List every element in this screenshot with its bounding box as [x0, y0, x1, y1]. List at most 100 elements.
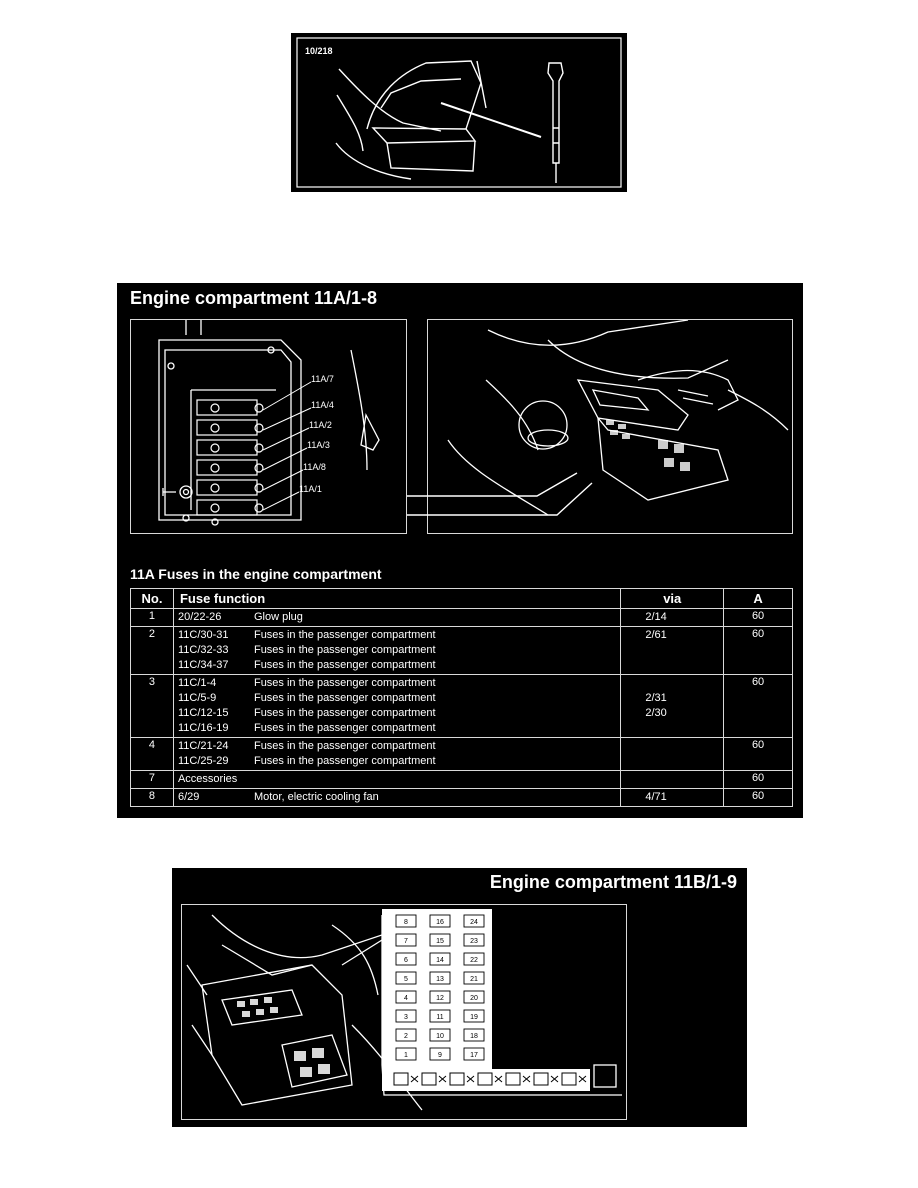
fuse-slot-number: 4	[404, 995, 408, 1002]
relay-slot	[421, 1072, 437, 1086]
fuse-slot	[463, 1028, 485, 1042]
fuse-box-closeup: 11A/7 11A/4 11A/2 11A/3 11A/8 11A/1	[130, 319, 407, 534]
relay-slot	[449, 1072, 465, 1086]
trunk-sensor-figure: 10/218	[291, 33, 627, 192]
engine-compartment-11b-figure: Engine compartment 11B/1-9	[172, 868, 747, 1127]
trunk-sensor-illustration: 10/218	[296, 37, 622, 188]
fuse-description: Fuses in the passenger compartment	[253, 692, 436, 704]
header-no: No.	[130, 588, 174, 609]
relay-slot	[533, 1072, 549, 1086]
header-via: via	[620, 588, 725, 609]
relay-connector	[522, 1075, 531, 1083]
fuse-number: 1	[130, 608, 174, 627]
function-line: 11C/21-24 Fuses in the passenger compartm…	[178, 739, 616, 754]
fuse-slot-number: 23	[470, 938, 478, 945]
fuse-description: Fuses in the passenger compartment	[253, 722, 436, 734]
fuse-description: Fuses in the passenger compartment	[253, 755, 436, 767]
fuse-slot-number: 18	[470, 1033, 478, 1040]
fuse-box-illustration: 11A/7 11A/4 11A/2 11A/3 11A/8 11A/1	[158, 320, 380, 526]
via-value	[625, 772, 719, 787]
via-value: 2/30	[645, 707, 667, 719]
fuse-slot-number: 20	[470, 995, 478, 1002]
fuse-slot	[395, 933, 417, 947]
fuse-slot	[463, 990, 485, 1004]
fuse-slot	[429, 1009, 451, 1023]
fuse-description: Fuses in the passenger compartment	[253, 629, 436, 641]
fuse-slot	[429, 971, 451, 985]
fuse-slot	[395, 971, 417, 985]
header-amps: A	[723, 588, 793, 609]
relay-connector	[466, 1075, 475, 1083]
fuse-slot-number: 7	[404, 938, 408, 945]
fuse-slot-number: 21	[470, 976, 478, 983]
header-function: Fuse function	[172, 588, 622, 609]
fuse-code: 20/22-26	[177, 611, 222, 623]
fuse-code: 11C/25-29	[177, 755, 229, 767]
fuse-code: 6/29	[177, 791, 200, 803]
figure-label: 10/218	[305, 46, 333, 56]
fuse-description: Fuses in the passenger compartment	[253, 707, 436, 719]
function-line: 11C/12-15 Fuses in the passenger compartm…	[178, 706, 616, 721]
via-cell	[620, 770, 725, 789]
fuse-slot-number: 5	[404, 976, 408, 983]
engine-bay-illustration	[447, 320, 789, 516]
via-cell	[620, 737, 725, 771]
engine-bay-view	[427, 319, 793, 534]
relay-connector	[578, 1075, 587, 1083]
fuse-description: Fuses in the passenger compartment	[253, 644, 436, 656]
fuse-code: 11C/21-24	[177, 740, 229, 752]
fuse-slot	[429, 914, 451, 928]
fuse-code: 11C/5-9	[177, 692, 217, 704]
fuse-slot	[395, 914, 417, 928]
fuse-slot	[429, 1028, 451, 1042]
figure-title: Engine compartment 11A/1-8	[130, 288, 378, 308]
fuse-slot	[395, 1047, 417, 1061]
fuse-function-cell: Accessories	[172, 770, 622, 789]
fuse-slot-number: 17	[470, 1052, 478, 1059]
fuse-slot	[429, 990, 451, 1004]
fuse-code: 11C/1-4	[177, 677, 217, 689]
fuse-description: Fuses in the passenger compartment	[253, 740, 436, 752]
fuse-description: Fuses in the passenger compartment	[253, 677, 436, 689]
via-cell: 2/14	[620, 608, 725, 627]
fuse-slot	[463, 914, 485, 928]
fuse-slot	[395, 990, 417, 1004]
fuse-number: 2	[130, 626, 174, 675]
function-line: 11C/1-4 Fuses in the passenger compartmen…	[178, 676, 616, 691]
fuse-slot	[463, 1047, 485, 1061]
fuse-slot-number: 10	[436, 1033, 444, 1040]
fuse-code: 11C/12-15	[177, 707, 229, 719]
fuse-slot-number: 15	[436, 938, 444, 945]
fuse-number: 4	[130, 737, 174, 771]
function-line: 11C/25-29 Fuses in the passenger compartm…	[178, 754, 616, 769]
amperage: 60	[723, 737, 793, 771]
engine-compartment-11a-figure: Engine compartment 11A/1-8	[117, 283, 803, 818]
via-value	[625, 739, 719, 754]
fuse-number: 7	[130, 770, 174, 789]
fuse-slot-number: 24	[470, 919, 478, 926]
relay-connector	[550, 1075, 559, 1083]
amperage: 60	[723, 674, 793, 738]
via-value: 2/14	[645, 611, 667, 623]
callout-11a-2: 11A/2	[309, 420, 332, 430]
table-title: 11A Fuses in the engine compartment	[130, 566, 382, 582]
fuse-slot-number: 9	[438, 1052, 442, 1059]
callout-11a-4: 11A/4	[311, 400, 334, 410]
function-line: Accessories	[178, 772, 616, 787]
via-value	[625, 676, 719, 691]
via-value: 2/61	[645, 629, 667, 641]
